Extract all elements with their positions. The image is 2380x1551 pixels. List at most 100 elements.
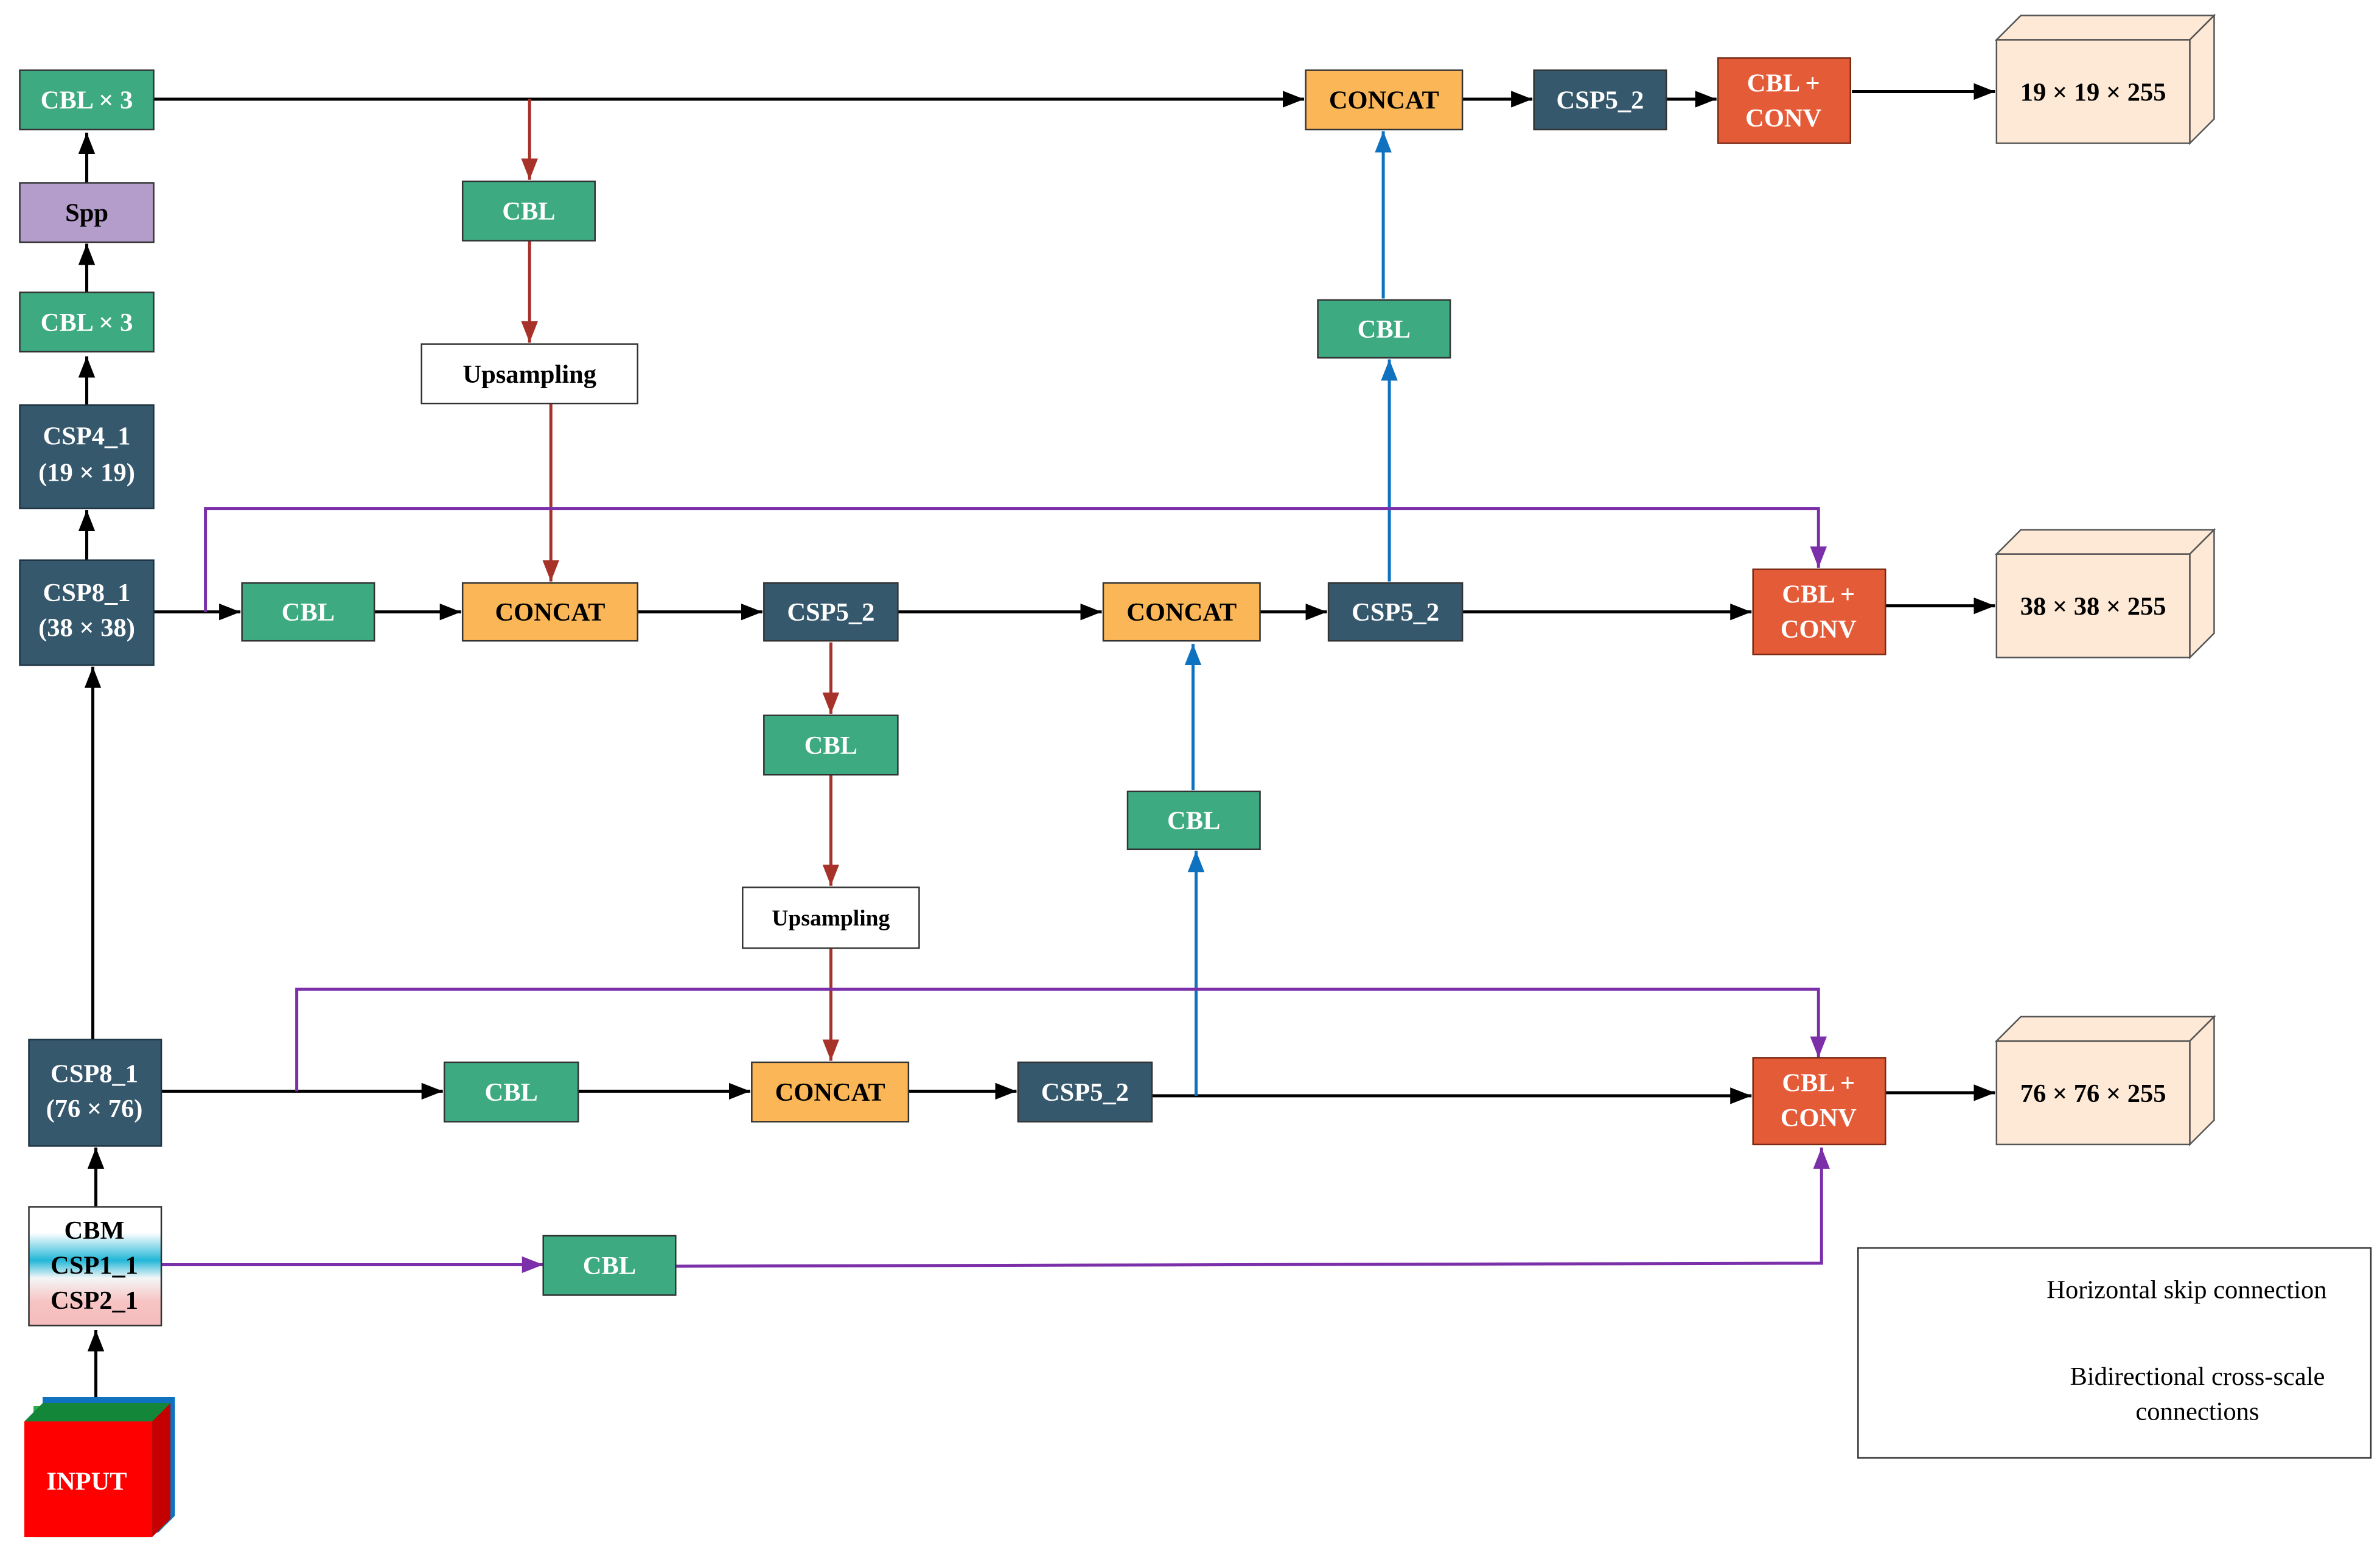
csp5-row38-b-block: CSP5_2 [1327,582,1464,642]
out-38-cube-front [1995,553,2191,658]
concat-row38-a-label: CONCAT [495,598,605,627]
input-front-face [24,1421,153,1538]
upsampling-top-block: Upsampling [421,343,639,405]
csp5-top-box [1533,69,1667,131]
cbl3-top-box [19,69,155,131]
input-top-face [24,1403,171,1422]
cbl-row38-box [241,582,375,642]
head-19-box [1717,57,1852,144]
csp4-label-line2: (19 × 19) [38,459,135,487]
cbl-row76-box [443,1061,579,1123]
arrow-skip-cbl-to-head-76 [675,1147,1830,1268]
csp8-38-label-line1: CSP8_1 [43,579,131,607]
backbone-label-csp1: CSP1_1 [51,1251,138,1280]
concat-row38-b-box [1102,582,1261,642]
csp5-row38-b-box [1327,582,1464,642]
cbl-red-mid-label: CBL [804,731,857,760]
csp8-76-label-line1: CSP8_1 [51,1059,138,1088]
legend-box [1857,1247,2372,1459]
head-19-label-line2: CONV [1745,104,1821,133]
concat-row76-block: CONCAT [751,1061,910,1123]
concat-row76-label: CONCAT [775,1078,885,1107]
csp4-label-line1: CSP4_1 [43,422,131,451]
upsampling-mid-box [742,887,920,949]
csp5-row38-a-box [763,582,899,642]
head-19-block: CBL + CONV [1717,57,1852,144]
concat-row38-b-label: CONCAT [1126,598,1237,627]
cbl-red-top-label: CBL [502,197,555,226]
cbl-row76-block: CBL [443,1061,579,1123]
csp5-row38-b-label: CSP5_2 [1352,598,1439,627]
out-38-label: 38 × 38 × 255 [2020,593,2166,621]
csp5-row76-label: CSP5_2 [1041,1078,1129,1107]
concat-top-box [1305,69,1464,131]
cbl-bottom-block: CBL [542,1235,677,1296]
backbone-block: CBM CSP1_1 CSP2_1 [28,1206,162,1326]
head-76-label-line1: CBL + [1782,1068,1855,1097]
out-76-cube-top [1994,1016,2216,1042]
csp5-row38-a-label: CSP5_2 [787,598,874,627]
csp4-block: CSP4_1 (19 × 19) [19,404,155,509]
cbl3-mid-block: CBL × 3 [19,291,155,353]
backbone-label-csp2: CSP2_1 [51,1286,138,1315]
cbl-red-mid-box [763,714,899,776]
spp-block: Spp [19,182,155,243]
legend-cross-label-line2: connections [2135,1398,2259,1426]
cbl-bottom-label: CBL [583,1252,636,1280]
out-19-cube: 19 × 19 × 255 [1994,13,2216,145]
cbl-blue-mid-box [1126,790,1261,851]
cbl-red-top-box [461,180,596,242]
arrow-skip-76-to-head-76 [295,988,1827,1092]
cbl3-top-label: CBL × 3 [41,86,133,115]
out-76-label: 76 × 76 × 255 [2020,1079,2166,1108]
csp5-top-block: CSP5_2 [1533,69,1667,131]
concat-top-block: CONCAT [1305,69,1464,131]
connectors [78,83,2009,1432]
input-block: INPUT [24,1397,175,1538]
head-38-block: CBL + CONV [1752,568,1886,655]
csp8-38-block: CSP8_1 (38 × 38) [19,559,155,666]
head-76-box [1752,1057,1886,1146]
csp5-row76-block: CSP5_2 [1017,1061,1153,1123]
cbl-blue-mid-label: CBL [1167,807,1220,835]
spp-label: Spp [65,199,108,228]
legend-skip-label: Horizontal skip connection [2047,1275,2326,1304]
out-38-cube: 38 × 38 × 255 [1994,528,2216,660]
cbl3-mid-label: CBL × 3 [41,308,133,337]
out-19-cube-front [1995,39,2191,144]
head-19-label-line1: CBL + [1747,69,1820,97]
out-19-cube-top [1994,15,2216,41]
arrow-skip-38-to-head-38 [204,507,1827,612]
concat-row38-a-box [461,582,639,642]
head-38-label-line1: CBL + [1782,580,1855,609]
concat-row38-b-block: CONCAT [1102,582,1261,642]
cbl-blue-top-block: CBL [1317,299,1451,359]
input-side-face [152,1403,171,1538]
head-76-label-line2: CONV [1781,1104,1857,1132]
out-76-cube: 76 × 76 × 255 [1994,1014,2216,1146]
cbl-blue-top-box [1317,299,1451,359]
csp4-box [19,404,155,509]
upsampling-top-box [421,343,639,405]
out-38-cube-top [1994,529,2216,555]
upsampling-top-label: Upsampling [462,360,596,389]
cbl3-mid-box [19,291,155,353]
head-76-block: CBL + CONV [1752,1057,1886,1146]
cbl-blue-mid-block: CBL [1126,790,1261,851]
backbone-label-cbm: CBM [64,1216,124,1245]
head-38-box [1752,568,1886,655]
cbl-red-top-block: CBL [461,180,596,242]
legend-cross-label-line1: Bidirectional cross-scale [2070,1362,2325,1391]
csp5-top-label: CSP5_2 [1556,86,1644,115]
csp8-76-box [28,1039,162,1147]
concat-row38-a-block: CONCAT [461,582,639,642]
cbl3-top-block: CBL × 3 [19,69,155,131]
cbl-row38-label: CBL [282,598,335,627]
csp8-38-box [19,559,155,666]
cbl-row38-block: CBL [241,582,375,642]
concat-row76-box [751,1061,910,1123]
upsampling-mid-block: Upsampling [742,887,920,949]
cbl-blue-top-label: CBL [1358,315,1411,344]
cbl-row76-label: CBL [485,1078,538,1107]
legend: Horizontal skip connection Bidirectional… [1857,1247,2372,1459]
